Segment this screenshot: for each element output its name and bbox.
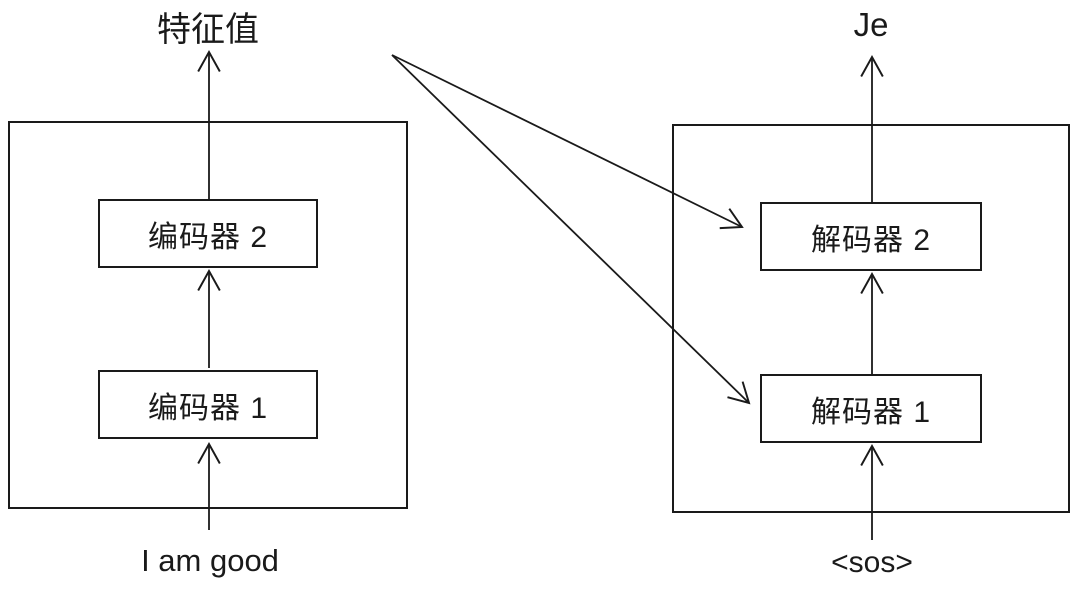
encoder-stack-box (8, 121, 408, 509)
decoder-2-label: 解码器 2 (810, 223, 932, 257)
decoder-1-label: 解码器 1 (810, 395, 932, 429)
decoder-output-label: Je (853, 6, 889, 43)
encoder-2-label: 编码器 2 (147, 220, 269, 254)
decoder-2-block: 解码器 2 (760, 202, 982, 271)
decoder-input-label: <sos> (831, 546, 913, 579)
encoder-2-block: 编码器 2 (98, 199, 318, 268)
encoder-1-label: 编码器 1 (147, 391, 269, 425)
encoder-1-block: 编码器 1 (98, 370, 318, 439)
encoder-output-label: 特征值 (157, 11, 259, 49)
encoder-input-label: I am good (141, 543, 279, 578)
decoder-stack-box (672, 124, 1070, 513)
decoder-1-block: 解码器 1 (760, 374, 982, 443)
